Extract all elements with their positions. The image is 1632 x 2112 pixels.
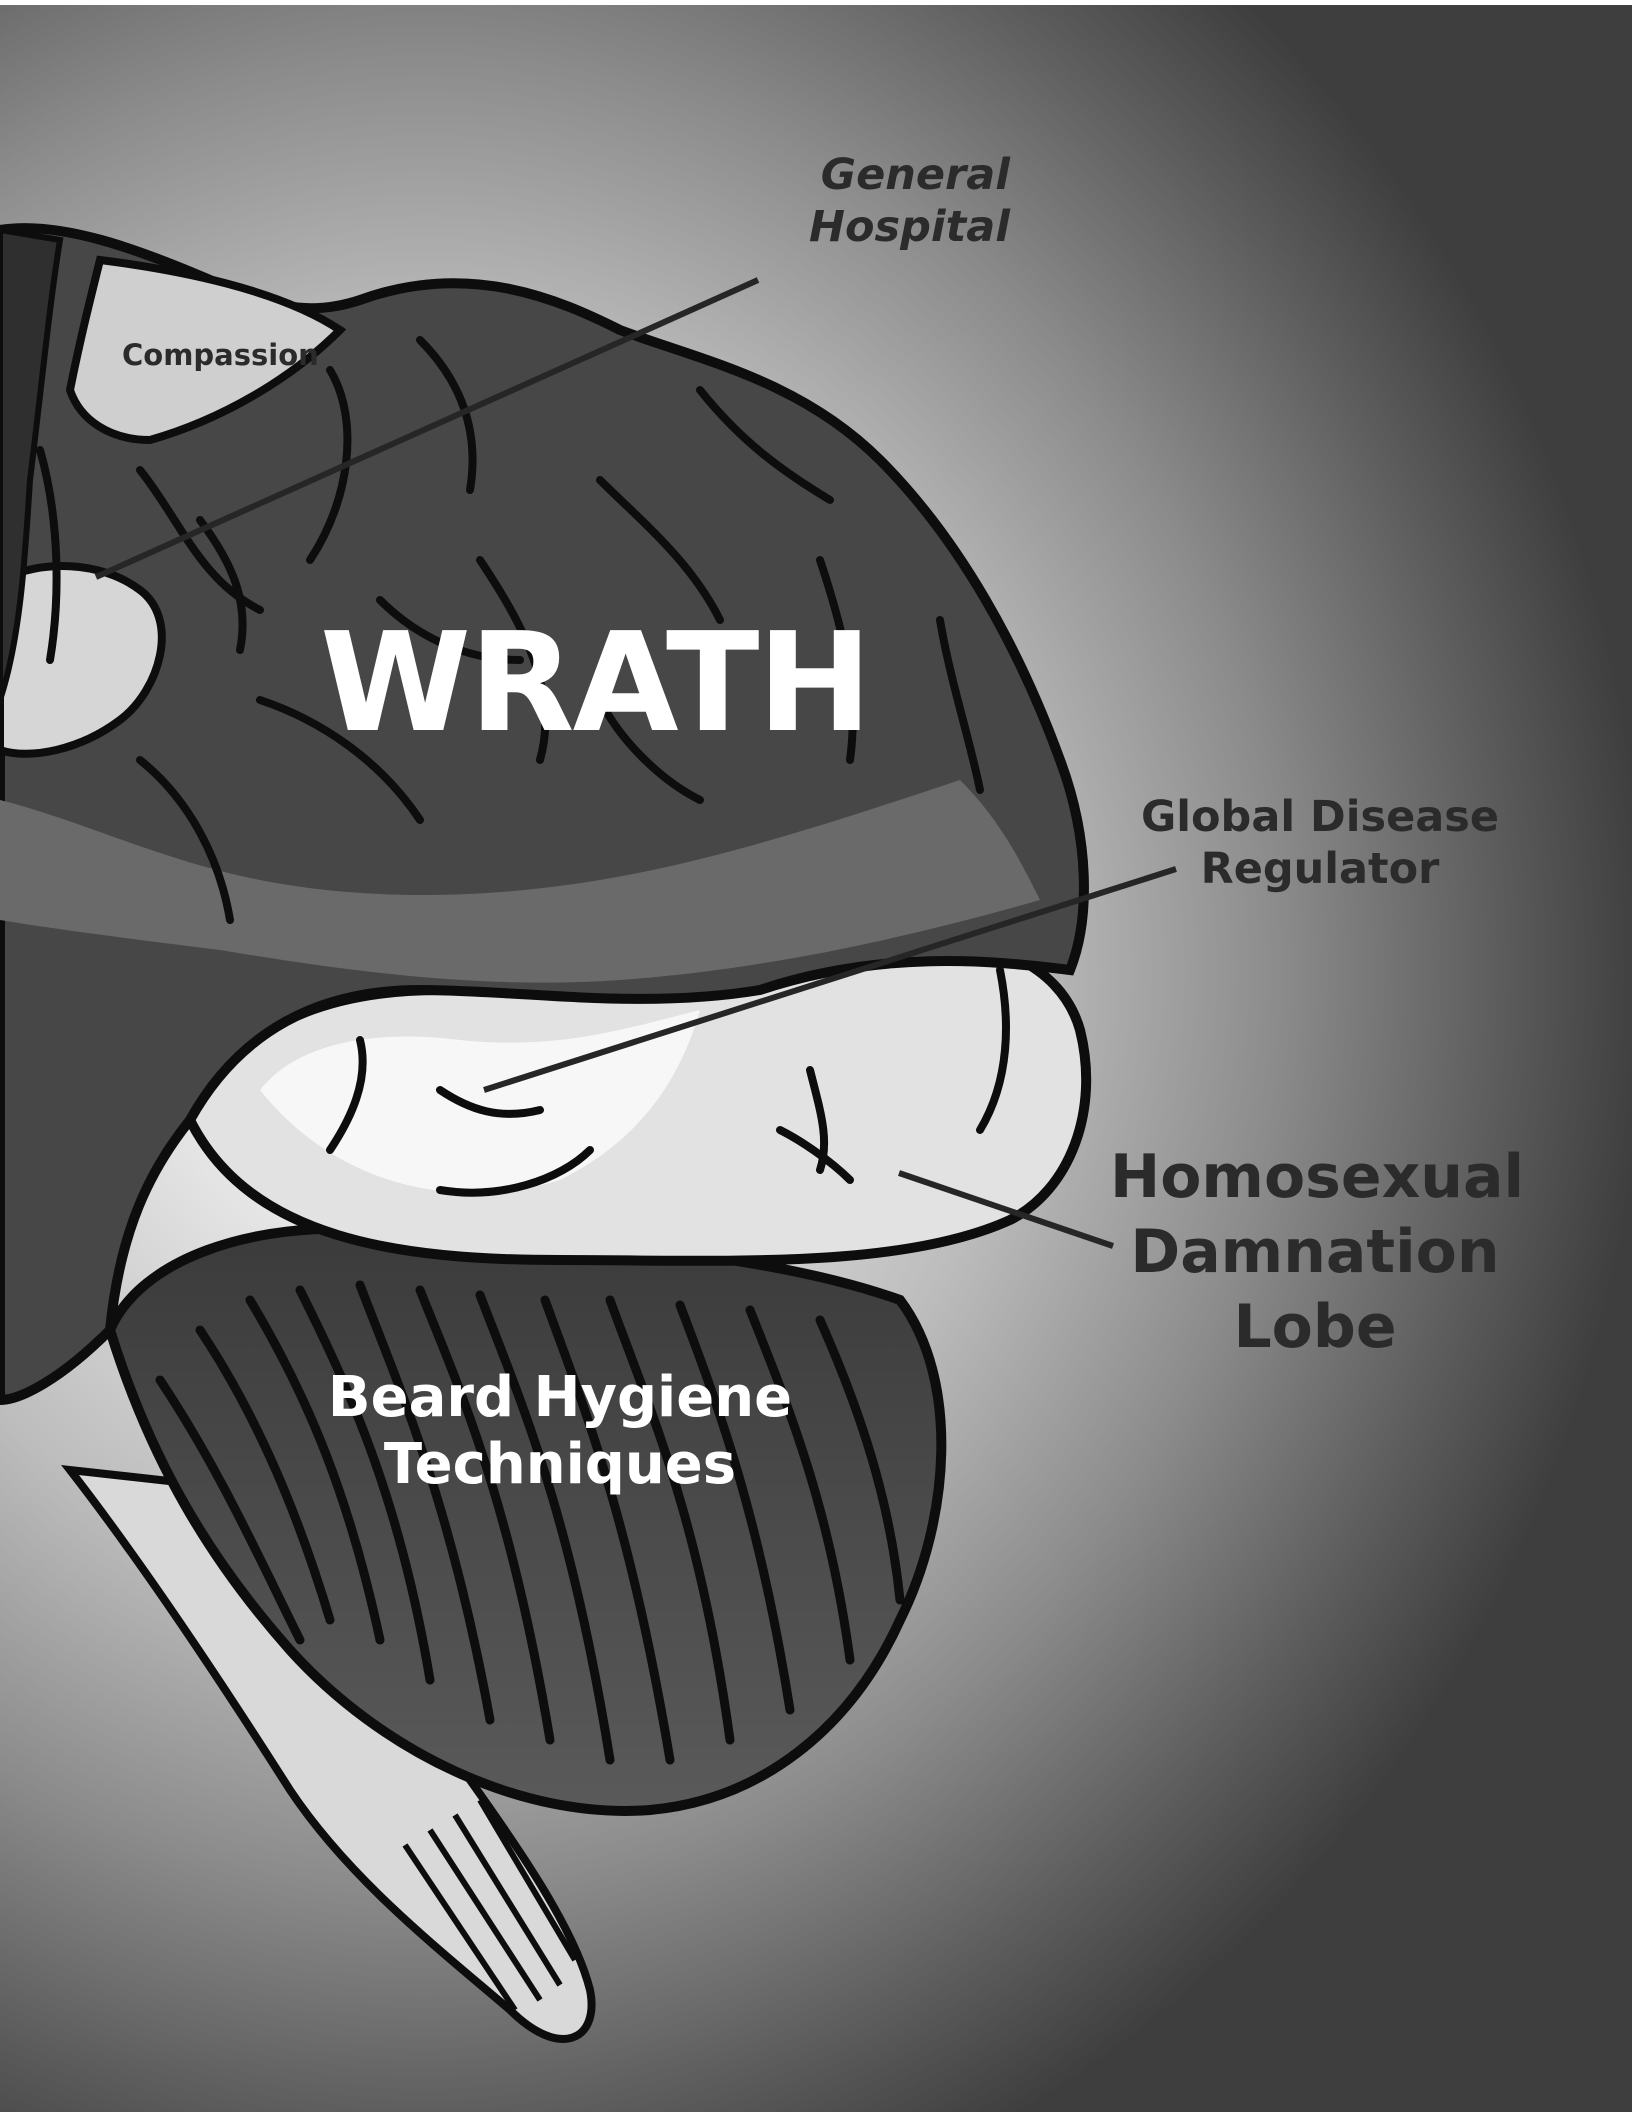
label-beard-hygiene-techniques-line-2: Techniques [310,1431,810,1498]
label-global-disease-regulator: Global Disease Regulator [1120,792,1520,895]
label-wrath: WRATH [320,602,870,766]
label-homosexual-damnation-lobe-line-1: Homosexual [1110,1140,1520,1215]
label-general-hospital-line-2: Hospital [790,202,1010,254]
cerebellum [110,1228,941,1810]
label-homosexual-damnation-lobe: Homosexual Damnation Lobe [1110,1140,1520,1365]
label-global-disease-regulator-line-2: Regulator [1120,844,1520,896]
label-beard-hygiene-techniques-line-1: Beard Hygiene [310,1364,810,1431]
label-homosexual-damnation-lobe-line-2: Damnation [1110,1215,1520,1290]
label-general-hospital-line-1: General [790,150,1010,202]
label-global-disease-regulator-line-1: Global Disease [1120,792,1520,844]
label-homosexual-damnation-lobe-line-3: Lobe [1110,1290,1520,1365]
label-compassion: Compassion [122,338,319,373]
label-beard-hygiene-techniques: Beard Hygiene Techniques [310,1364,810,1498]
label-general-hospital: General Hospital [790,150,1010,253]
